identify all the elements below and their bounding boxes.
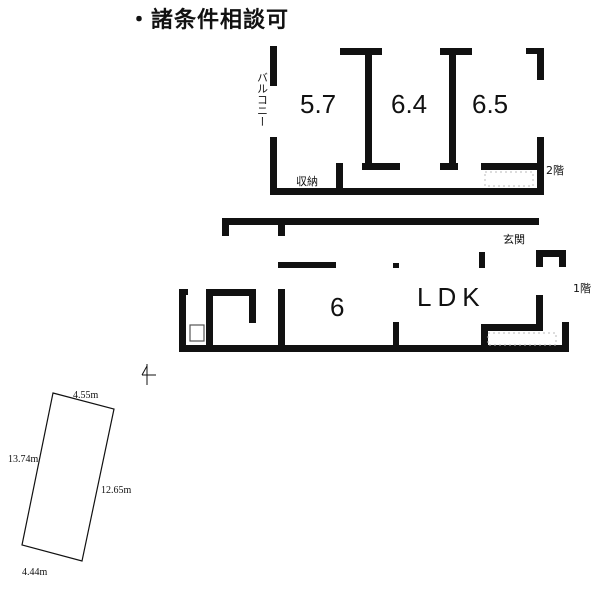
site-dim-left: 13.74m	[8, 454, 39, 465]
page-title: ・諸条件相談可	[128, 8, 290, 33]
floor-2-label: 2階	[546, 163, 564, 177]
floor-2-plan	[270, 46, 544, 195]
balcony-label: バルコニー	[256, 72, 269, 127]
floor-1-label: 1階	[573, 281, 591, 295]
room-label-6: 6	[330, 292, 344, 322]
room-label-5-7: 5.7	[300, 89, 336, 119]
floor-1-plan	[179, 218, 569, 352]
site-dim-top: 4.55m	[73, 390, 99, 401]
room-label-6-4: 6.4	[391, 89, 427, 119]
site-dim-right: 12.65m	[101, 485, 132, 496]
storage-label: 収納	[296, 175, 318, 188]
entrance-label: 玄関	[503, 232, 525, 246]
room-label-ldk: LDK	[417, 282, 486, 312]
site-boundary	[21, 392, 115, 562]
site-dim-bottom: 4.44m	[22, 567, 48, 578]
room-label-6-5: 6.5	[472, 89, 508, 119]
north-arrow-icon	[141, 364, 156, 385]
